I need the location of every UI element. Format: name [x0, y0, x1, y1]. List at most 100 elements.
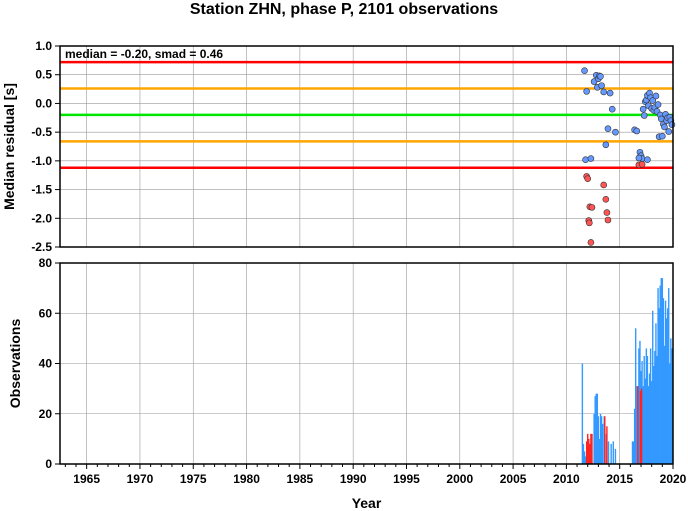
observation-bar — [655, 323, 657, 464]
residual-panel-frame — [59, 45, 674, 248]
x-tick-label: 1985 — [287, 472, 314, 486]
observation-bar — [642, 386, 644, 464]
observation-bar — [599, 413, 602, 464]
observation-bar — [582, 443, 585, 464]
residual-point — [603, 209, 611, 216]
observation-bar — [590, 433, 592, 464]
observation-bar — [591, 433, 593, 464]
observation-bar — [584, 456, 587, 464]
observation-bar — [634, 328, 637, 464]
y-tick-label: 1.0 — [35, 39, 52, 53]
residual-point — [665, 128, 673, 135]
observation-bar — [649, 348, 652, 464]
chart-title: Station ZHN, phase P, 2101 observations — [189, 1, 499, 18]
y-tick-label: 80 — [39, 256, 53, 270]
y-tick-label: -1.0 — [31, 154, 52, 168]
observation-bar — [669, 363, 671, 464]
residual-point — [608, 105, 616, 113]
observation-bar — [585, 441, 588, 464]
residual-point — [584, 175, 592, 182]
residual-point — [639, 105, 647, 113]
x-tick-label: 1970 — [127, 472, 154, 486]
x-tick-label: 1965 — [73, 472, 100, 486]
residual-point — [602, 196, 610, 203]
observation-bar — [614, 448, 617, 464]
observation-bar — [658, 308, 660, 464]
observation-bar — [650, 381, 653, 464]
observation-bar — [652, 310, 654, 464]
y-tick-label: -2.5 — [31, 240, 52, 254]
observation-bar — [593, 413, 595, 464]
observation-bar — [631, 441, 634, 464]
observation-bar — [589, 443, 591, 464]
residual-point — [633, 127, 641, 135]
observation-bar — [668, 288, 670, 464]
residual-y-axis-label: Median residual [s] — [1, 83, 17, 210]
observation-bar — [639, 391, 642, 464]
residual-point — [582, 156, 589, 164]
x-tick-label: 1990 — [340, 472, 367, 486]
observation-bar — [610, 443, 612, 464]
observation-bar — [661, 278, 664, 464]
residual-point — [600, 181, 608, 189]
observation-bar — [647, 386, 650, 464]
observation-bar — [637, 386, 639, 464]
residual-point — [644, 156, 651, 164]
y-tick-label: -0.5 — [31, 125, 52, 139]
observation-bar — [646, 355, 649, 464]
residual-point — [640, 112, 648, 119]
residual-point — [586, 219, 593, 227]
residual-point — [588, 204, 596, 211]
residual-panel: 1.00.50.0-0.5-1.0-1.5-2.0-2.5 — [31, 39, 676, 254]
observation-bar — [648, 373, 651, 464]
observation-bar — [600, 416, 603, 464]
x-tick-label: 2005 — [500, 472, 527, 486]
y-tick-label: 0.5 — [35, 68, 52, 82]
x-tick-label: 2020 — [660, 472, 687, 486]
observation-bar — [654, 350, 656, 464]
observation-bar — [663, 345, 666, 464]
observation-bar — [665, 318, 668, 464]
observation-bar — [587, 433, 589, 464]
observation-bar — [671, 348, 673, 464]
observation-bar — [604, 416, 606, 464]
observation-bar — [644, 378, 646, 464]
x-tick-label: 1995 — [393, 472, 420, 486]
observation-bar — [598, 438, 601, 464]
residual-point — [612, 128, 619, 136]
observation-bar — [662, 298, 665, 464]
observation-bar — [581, 363, 584, 464]
x-tick-label: 2000 — [446, 472, 473, 486]
observation-bar — [656, 355, 658, 464]
y-tick-label: 0 — [45, 457, 52, 471]
observation-bar — [666, 308, 669, 464]
median-smad-annotation: median = -0.20, smad = 0.46 — [65, 47, 223, 61]
observation-bar — [588, 438, 590, 464]
observation-bar — [645, 348, 648, 464]
y-tick-label: 60 — [39, 306, 53, 320]
observations-y-axis-label: Observations — [7, 319, 23, 409]
observation-bar — [664, 300, 667, 464]
observation-bar — [594, 396, 596, 464]
observations-panel-frame — [59, 262, 674, 465]
observation-bar — [612, 441, 614, 464]
y-tick-label: 20 — [39, 407, 53, 421]
observation-bar — [633, 408, 636, 464]
residual-point — [604, 125, 612, 132]
residual-point — [649, 97, 657, 104]
residual-point — [659, 132, 666, 140]
residual-point — [654, 101, 662, 108]
y-tick-label: 0.0 — [35, 96, 52, 110]
y-tick-label: -1.5 — [31, 183, 52, 197]
residual-plot-area — [60, 46, 673, 247]
observation-bar — [643, 355, 645, 464]
observation-bar — [659, 285, 661, 464]
residual-point — [635, 154, 643, 162]
observation-bar — [632, 441, 635, 464]
x-tick-label: 2010 — [553, 472, 580, 486]
residual-point — [581, 67, 588, 74]
x-tick-label: 1975 — [180, 472, 207, 486]
